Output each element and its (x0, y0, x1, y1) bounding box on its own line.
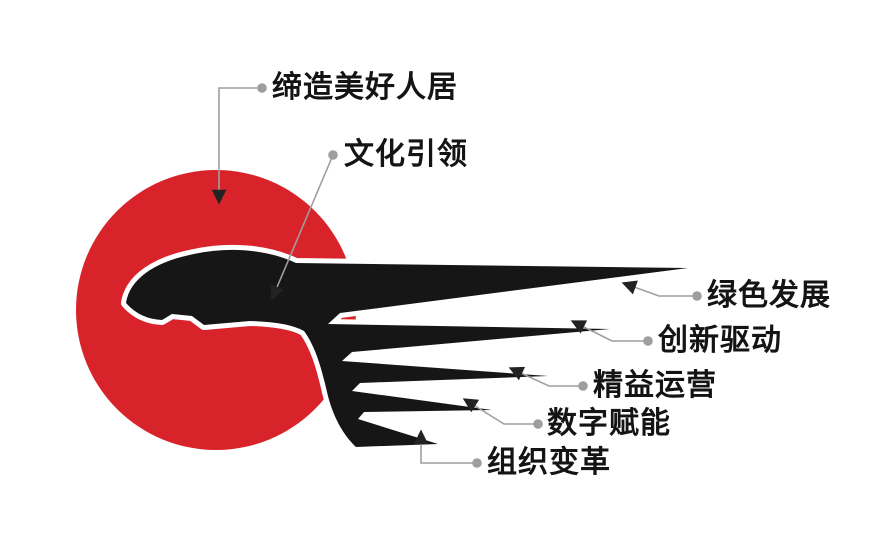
callout-lines (211, 83, 702, 468)
callout-label-innovation-driven: 创新驱动 (658, 324, 782, 357)
callout-line-organizational-change (413, 429, 482, 468)
callout-label-green-development: 绿色发展 (707, 279, 831, 312)
callout-label-lean-operations: 精益运营 (593, 369, 717, 402)
callout-line-innovation-driven (570, 320, 653, 346)
callout-line-green-development (621, 280, 702, 301)
callout-label-create-better-living: 缔造美好人居 (272, 71, 458, 104)
callout-line-culture-leadership (270, 150, 338, 301)
callout-label-digital-empowerment: 数字赋能 (547, 407, 671, 440)
eagle-silhouette (126, 249, 688, 447)
callout-line-create-better-living (211, 83, 267, 205)
callout-line-lean-operations (508, 366, 588, 391)
callout-label-culture-leadership: 文化引领 (344, 138, 468, 171)
callout-label-organizational-change: 组织变革 (487, 446, 611, 479)
callout-line-digital-empowerment (462, 398, 543, 429)
